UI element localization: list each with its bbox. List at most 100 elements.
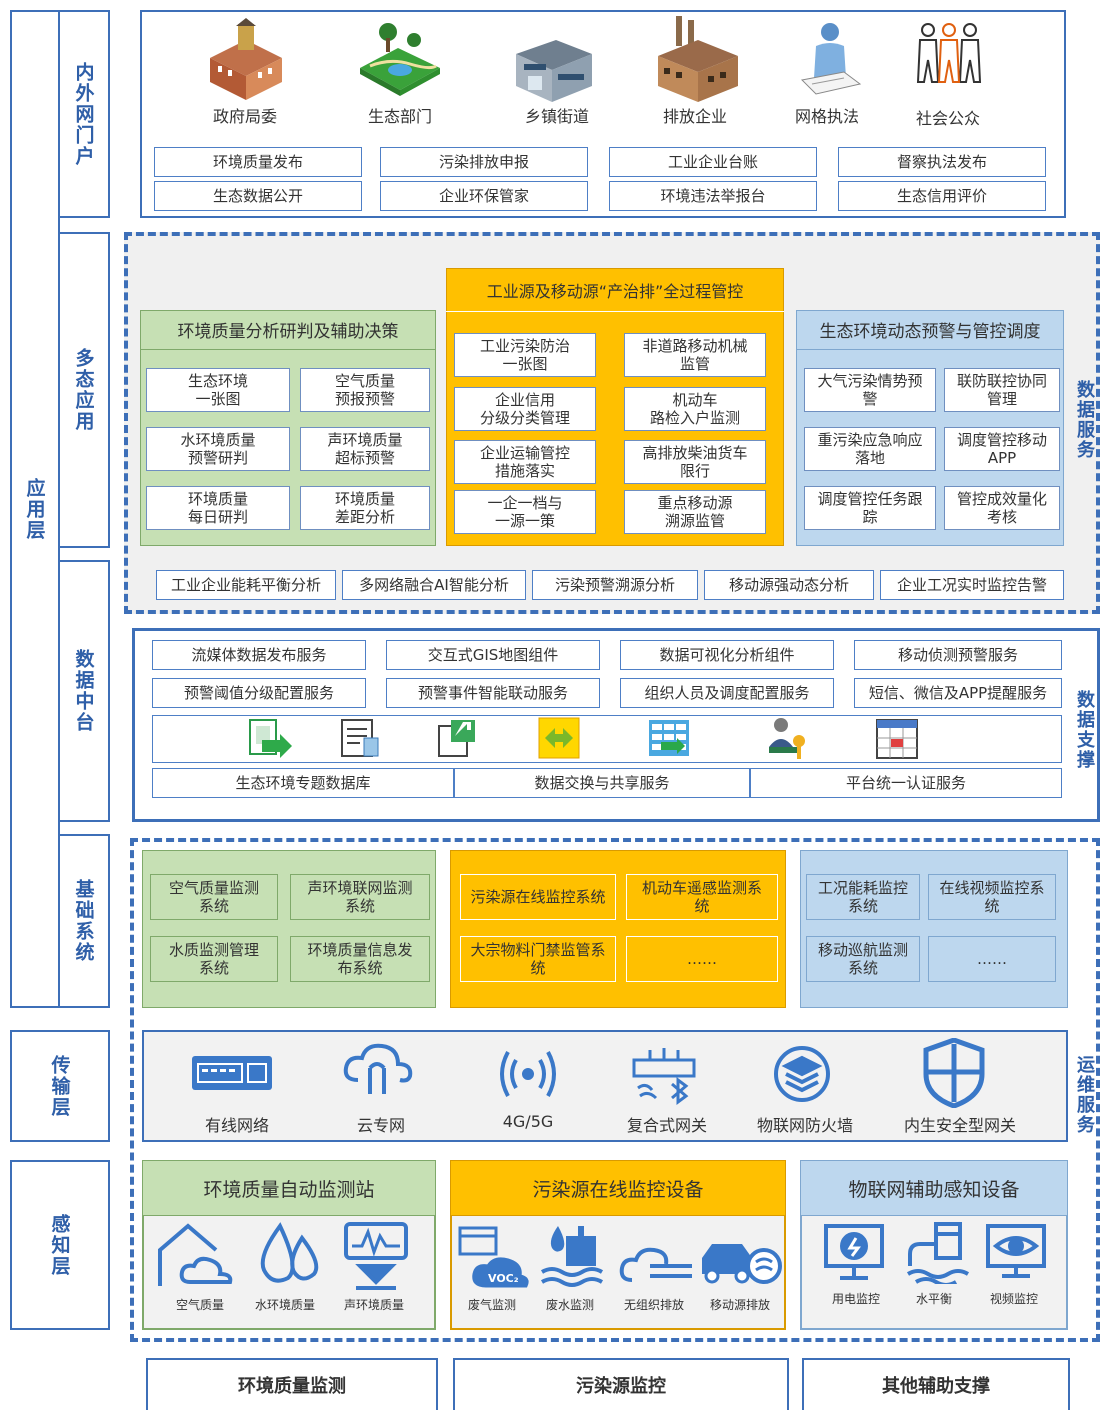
platform-service[interactable]: 预警阈值分级配置服务 [152, 678, 366, 708]
sensing-env-title: 环境质量自动监测站 [142, 1160, 436, 1216]
source-control-item[interactable]: 企业信用 分级分类管理 [454, 387, 596, 431]
source-control-item[interactable]: 机动车 路检入户监测 [624, 387, 766, 431]
quality-analysis-item[interactable]: 环境质量 每日研判 [146, 486, 290, 530]
analysis-item[interactable]: 企业工况实时监控告警 [880, 570, 1064, 600]
sensing-env-icons [158, 1222, 408, 1290]
dynamic-warning-item[interactable]: 调度管控移动 APP [944, 427, 1060, 471]
water-quality-icon [260, 1222, 319, 1283]
transport-layer-label: 传输层 [10, 1030, 110, 1142]
township-building-icon [516, 40, 592, 102]
user-key-icon [769, 718, 805, 759]
source-control-title: 工业源及移动源“产治排”全过程管控 [446, 268, 784, 312]
data-support-label: 数据支撑 [1074, 690, 1095, 770]
quality-analysis-item[interactable]: 环境质量 差距分析 [300, 486, 430, 530]
base-env-system[interactable]: 水质监测管理 系统 [150, 936, 278, 982]
platform-service[interactable]: 交互式GIS地图组件 [386, 640, 600, 670]
portal-service[interactable]: 督察执法发布 [838, 147, 1046, 177]
base-pollution-system[interactable]: 机动车遥感监测系 统 [626, 874, 778, 920]
base-aux-system[interactable]: 在线视频监控系 统 [928, 874, 1056, 920]
base-env-system[interactable]: 环境质量信息发 布系统 [290, 936, 430, 982]
secure-gateway-icon [923, 1038, 985, 1108]
base-aux-system[interactable]: 工况能耗监控 系统 [806, 874, 920, 920]
platform-base-service[interactable]: 生态环境专题数据库 [152, 768, 454, 798]
waste-water-icon [540, 1226, 604, 1287]
dynamic-warning-item[interactable]: 重污染应急响应 落地 [804, 427, 936, 471]
wired-network-icon [192, 1056, 272, 1090]
public-people-icon [916, 23, 982, 83]
data-service-label: 数据服务 [1074, 380, 1095, 460]
fugitive-emission-icon [619, 1247, 692, 1282]
transport-label: 物联网防火墙 [756, 1116, 853, 1135]
sensing-env-label: 水环境质量 [254, 1298, 315, 1312]
base-pollution-system[interactable]: 大宗物料门禁监管系 统 [460, 936, 616, 982]
source-control-item[interactable]: 一企一档与 一源一策 [454, 490, 596, 534]
analysis-item[interactable]: 移动源强动态分析 [704, 570, 874, 600]
platform-base-service[interactable]: 平台统一认证服务 [750, 768, 1062, 798]
platform-service[interactable]: 短信、微信及APP提醒服务 [854, 678, 1062, 708]
portal-service[interactable]: 环境质量发布 [154, 147, 362, 177]
dynamic-warning-item[interactable]: 管控成效量化 考核 [944, 486, 1060, 530]
transport-icons [192, 1038, 985, 1108]
transport-label: 云专网 [356, 1116, 405, 1135]
dynamic-warning-item[interactable]: 大气污染情势预 警 [804, 368, 936, 412]
export-icon [438, 720, 475, 757]
source-control-item[interactable]: 高排放柴油货车 限行 [624, 440, 766, 484]
sensing-pollution-label: 废气监测 [467, 1298, 516, 1312]
sensing-pollution-title: 污染源在线监控设备 [450, 1160, 786, 1216]
dynamic-warning-title: 生态环境动态预警与管控调度 [796, 310, 1064, 350]
platform-base-service[interactable]: 数据交换与共享服务 [454, 768, 750, 798]
portal-service[interactable]: 污染排放申报 [380, 147, 588, 177]
footer-category: 污染源监控 [453, 1358, 789, 1410]
water-balance-icon [906, 1222, 970, 1284]
data-platform-layer-label: 数据中台 [58, 560, 110, 822]
base-pollution-system[interactable]: …… [626, 936, 778, 982]
source-control-item[interactable]: 重点移动源 溯源监管 [624, 490, 766, 534]
platform-service[interactable]: 数据可视化分析组件 [620, 640, 834, 670]
platform-service[interactable]: 流媒体数据发布服务 [152, 640, 366, 670]
quality-analysis-title: 环境质量分析研判及辅助决策 [140, 310, 436, 350]
sync-icon [538, 717, 580, 759]
transport-label: 复合式网关 [626, 1116, 707, 1135]
quality-analysis-item[interactable]: 生态环境 一张图 [146, 368, 290, 412]
sensing-pollution-icons: VOC₂ [458, 1226, 782, 1288]
source-control-item[interactable]: 企业运输管控 措施落实 [454, 440, 596, 484]
platform-service[interactable]: 预警事件智能联动服务 [386, 678, 600, 708]
portal-service[interactable]: 工业企业台账 [609, 147, 817, 177]
transport-label: 4G/5G [502, 1112, 554, 1131]
transport-label: 内生安全型网关 [903, 1116, 1016, 1135]
portal-service[interactable]: 企业环保管家 [380, 181, 588, 211]
analysis-item[interactable]: 污染预警溯源分析 [532, 570, 698, 600]
sensing-env-label: 声环境质量 [343, 1298, 404, 1312]
dynamic-warning-item[interactable]: 联防联控协同 管理 [944, 368, 1060, 412]
quality-analysis-item[interactable]: 水环境质量 预警研判 [146, 427, 290, 471]
dynamic-warning-item[interactable]: 调度管控任务跟 踪 [804, 486, 936, 530]
quality-analysis-item[interactable]: 声环境质量 超标预警 [300, 427, 430, 471]
analysis-item[interactable]: 多网络融合AI智能分析 [342, 570, 526, 600]
exhaust-gas-icon [458, 1226, 529, 1288]
sensing-aux-label: 用电监控 [831, 1292, 880, 1306]
document-icon [341, 719, 379, 757]
source-control-item[interactable]: 非道路移动机械 监管 [624, 333, 766, 377]
footer-category: 其他辅助支撑 [802, 1358, 1070, 1410]
portal-service[interactable]: 环境违法举报台 [609, 181, 817, 211]
base-pollution-system[interactable]: 污染源在线监控系统 [460, 874, 616, 920]
portal-user-label: 社会公众 [915, 109, 980, 128]
quality-analysis-item[interactable]: 空气质量 预报预警 [300, 368, 430, 412]
base-env-system[interactable]: 声环境联网监测 系统 [290, 874, 430, 920]
base-env-system[interactable]: 空气质量监测 系统 [150, 874, 278, 920]
base-aux-system[interactable]: …… [928, 936, 1056, 982]
portal-service[interactable]: 生态数据公开 [154, 181, 362, 211]
sensing-pollution-label: 废水监测 [545, 1298, 594, 1312]
analysis-item[interactable]: 工业企业能耗平衡分析 [156, 570, 336, 600]
portal-service[interactable]: 生态信用评价 [838, 181, 1046, 211]
sensing-pollution-label: 移动源排放 [709, 1298, 770, 1312]
platform-service[interactable]: 组织人员及调度配置服务 [620, 678, 834, 708]
portal-user-label: 网格执法 [794, 107, 859, 126]
base-aux-system[interactable]: 移动巡航监测 系统 [806, 936, 920, 982]
platform-service[interactable]: 移动侦测预警服务 [854, 640, 1062, 670]
source-control-item[interactable]: 工业污染防治 一张图 [454, 333, 596, 377]
government-building-icon [210, 18, 282, 100]
ops-panel [130, 838, 1100, 1342]
ecology-park-icon [360, 23, 440, 96]
video-monitor-icon [986, 1224, 1046, 1278]
